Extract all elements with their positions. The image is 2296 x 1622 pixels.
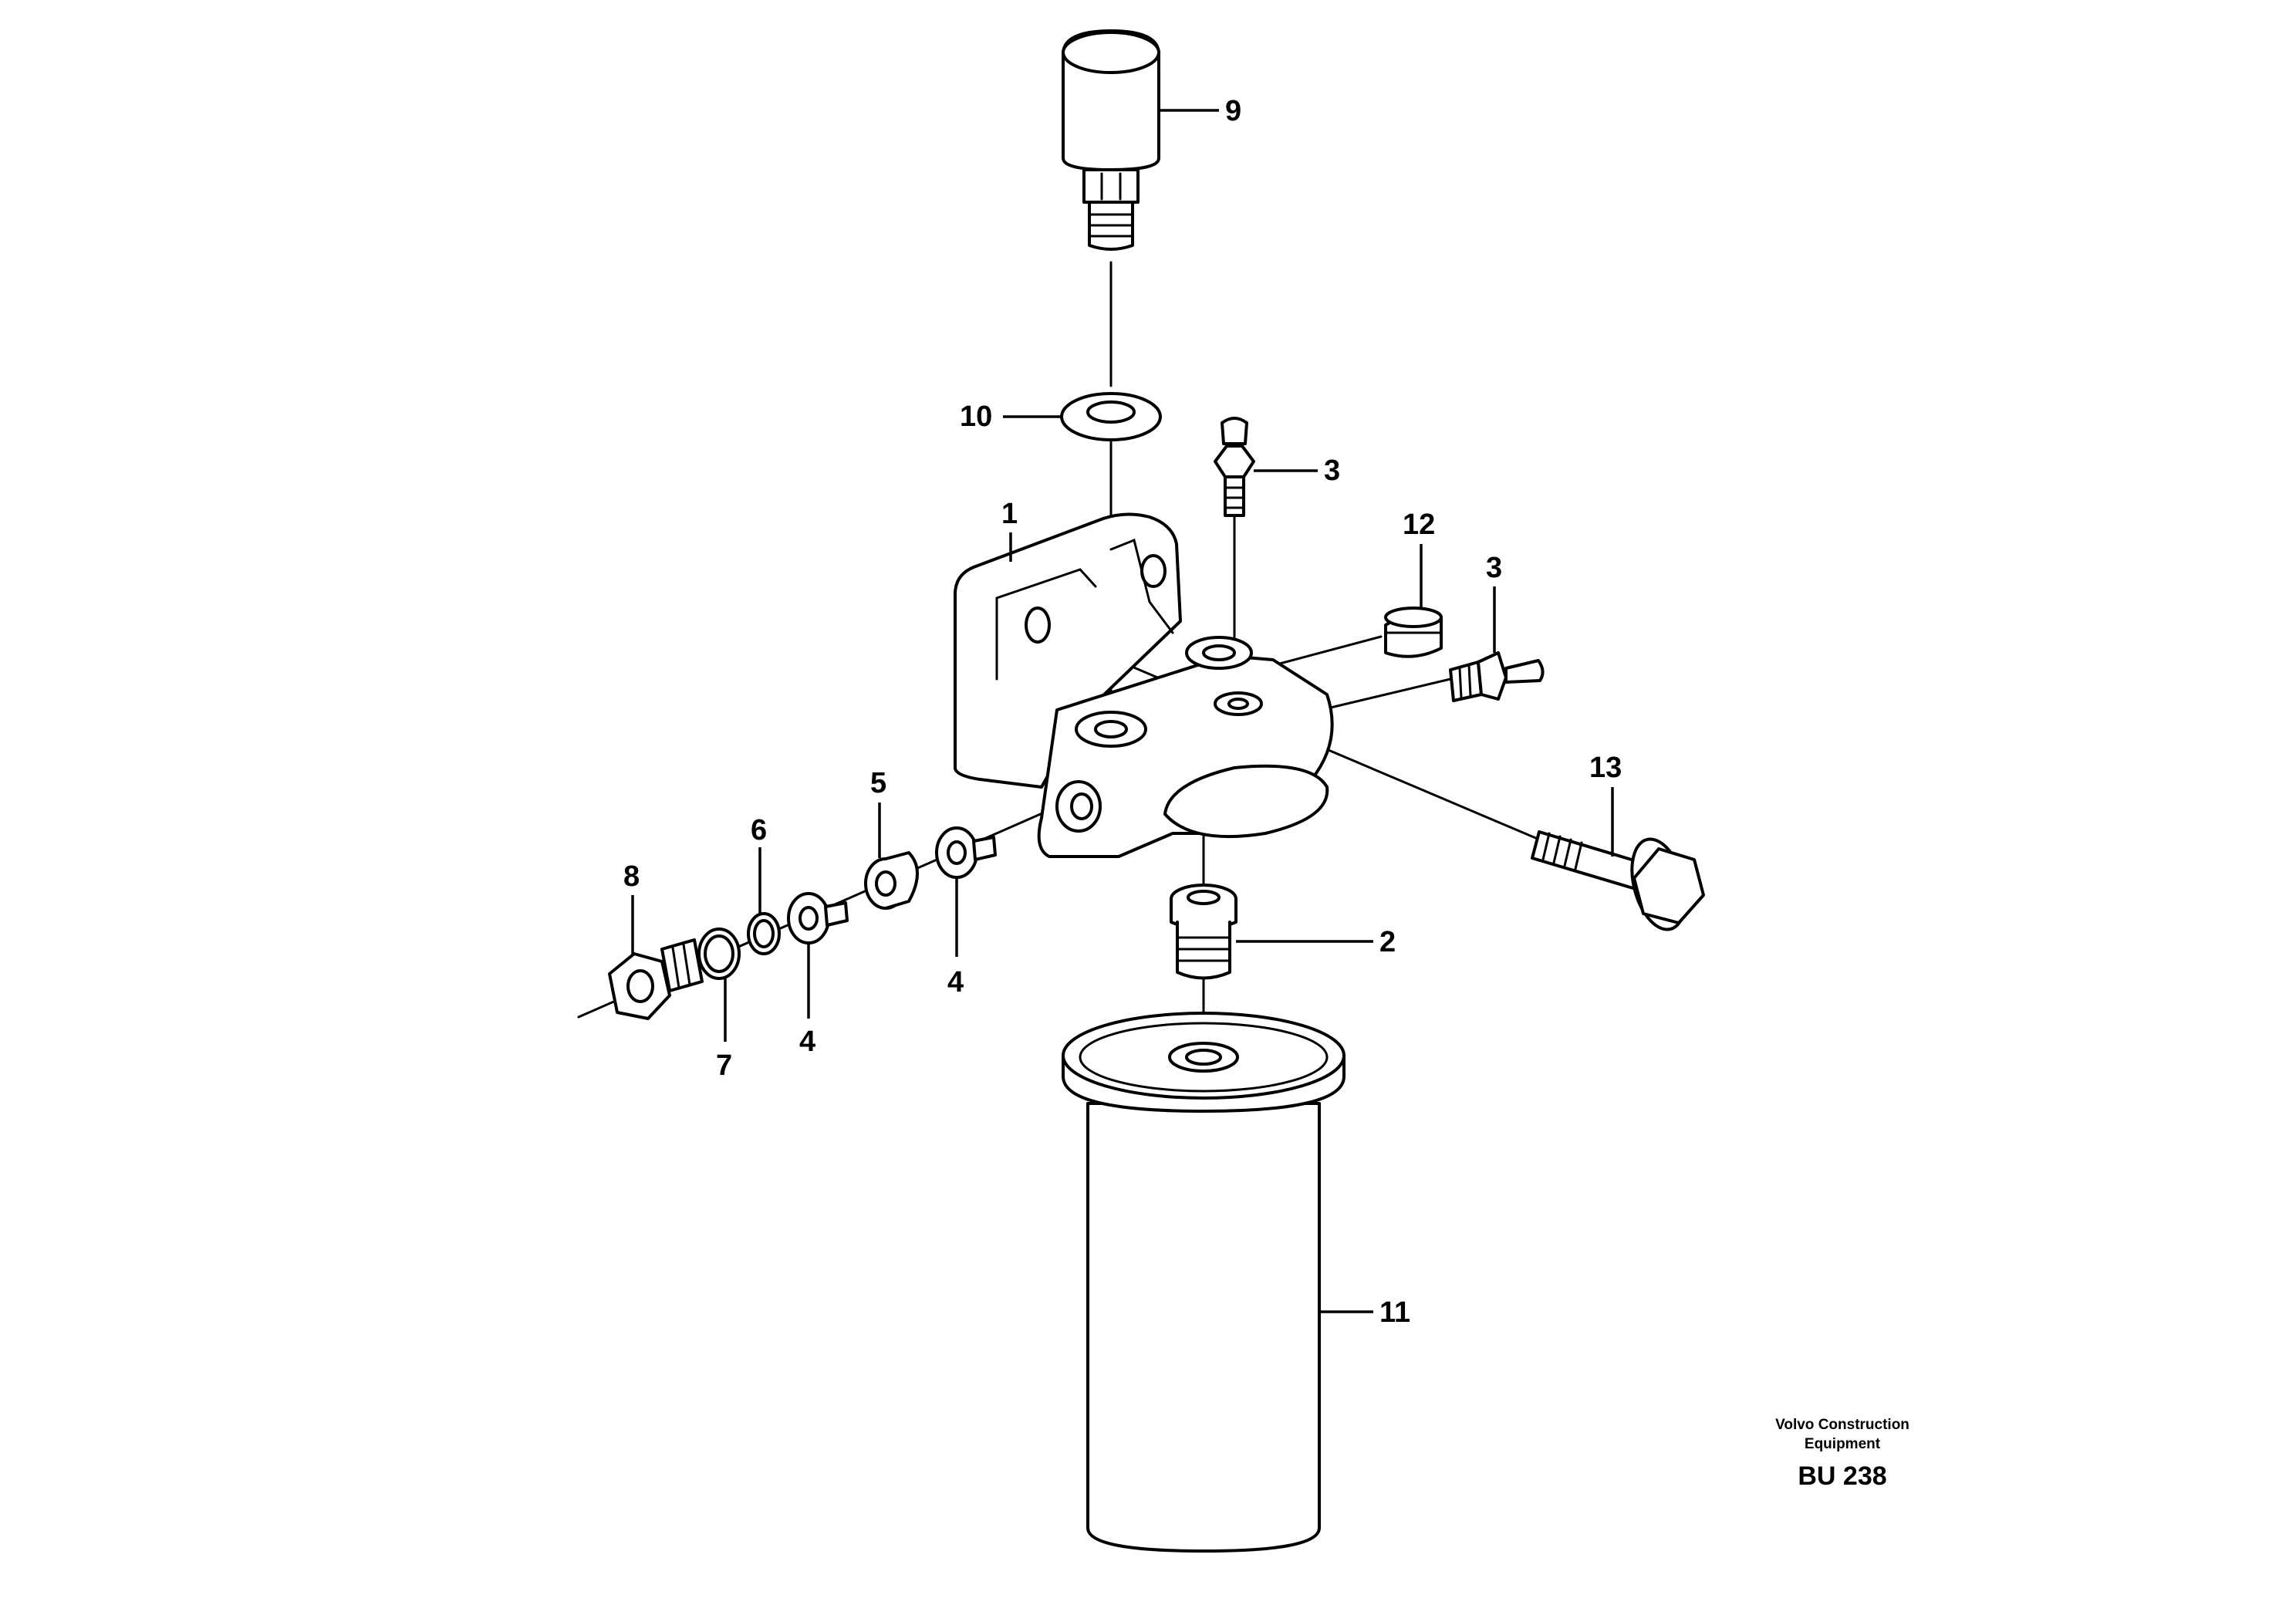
callout-3-right: 3 (1486, 552, 1502, 584)
callout-4-left: 4 (799, 1026, 815, 1058)
part-11-filter-cartridge[interactable] (1062, 1012, 1346, 1553)
part-8-hex-nut[interactable] (608, 938, 704, 1020)
callout-7: 7 (716, 1049, 732, 1082)
leader-lines (631, 109, 1614, 1313)
callout-10: 10 (960, 400, 992, 433)
maker-line-2: Equipment (1805, 1436, 1881, 1452)
callout-2: 2 (1379, 926, 1396, 958)
part-1-filter-head[interactable] (954, 512, 1334, 858)
callout-5: 5 (870, 767, 886, 799)
part-10-washer[interactable] (1060, 392, 1162, 441)
part-2-adapter-nipple[interactable] (1170, 884, 1237, 980)
maker-line-1: Volvo Construction (1775, 1417, 1909, 1433)
callout-1: 1 (1001, 498, 1018, 530)
footer: Volvo Construction Equipment BU 238 (1775, 1417, 1909, 1491)
part-3-bleed-nipple-right[interactable] (1449, 651, 1545, 702)
callout-9: 9 (1225, 95, 1241, 127)
part-3-bleed-nipple-top[interactable] (1214, 417, 1255, 517)
callout-13: 13 (1589, 752, 1622, 784)
callout-3-top: 3 (1324, 454, 1340, 487)
part-4-seal-washer-left[interactable] (787, 892, 849, 944)
part-7-o-ring[interactable] (697, 928, 741, 980)
part-4-seal-washer-right[interactable] (935, 826, 997, 879)
callout-8: 8 (623, 860, 640, 893)
callout-11: 11 (1379, 1296, 1410, 1329)
callout-6: 6 (751, 814, 767, 846)
part-9-valve-cap[interactable] (1062, 29, 1160, 251)
part-12-plug[interactable] (1384, 607, 1443, 658)
callout-4-right: 4 (947, 966, 964, 999)
callout-labels: 9 10 3 1 12 3 13 2 11 5 4 4 6 7 8 (623, 95, 1622, 1329)
callout-12: 12 (1403, 509, 1435, 541)
part-6-o-ring[interactable] (747, 912, 781, 955)
diagram-code: BU 238 (1798, 1461, 1886, 1491)
part-13-flange-bolt[interactable] (1531, 830, 1705, 935)
part-5-bushing[interactable] (864, 851, 919, 910)
